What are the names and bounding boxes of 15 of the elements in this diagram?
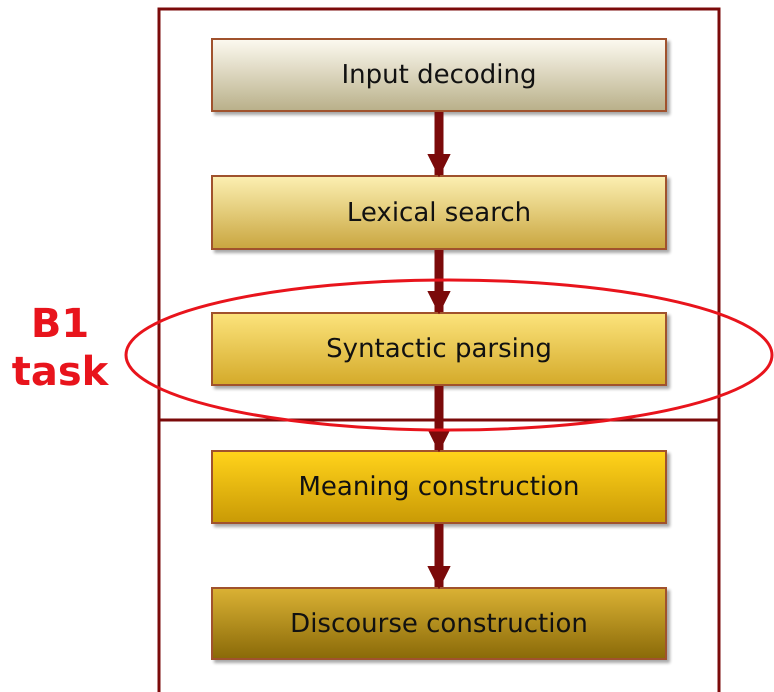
arrow (427, 524, 451, 590)
arrow (427, 250, 451, 314)
process-box (211, 175, 667, 250)
box-label: Syntactic parsing (326, 334, 552, 364)
box-label: Input decoding (342, 60, 536, 90)
process-box (211, 450, 667, 524)
box-label: Lexical search (346, 198, 532, 228)
arrow (427, 386, 451, 452)
box-label: Meaning construction (298, 472, 580, 502)
arrow (427, 112, 451, 178)
process-box (211, 587, 667, 660)
process-box (211, 38, 667, 112)
annotation-label: B1 task (10, 300, 110, 396)
process-box (211, 312, 667, 386)
box-label: Discourse construction (290, 608, 588, 638)
